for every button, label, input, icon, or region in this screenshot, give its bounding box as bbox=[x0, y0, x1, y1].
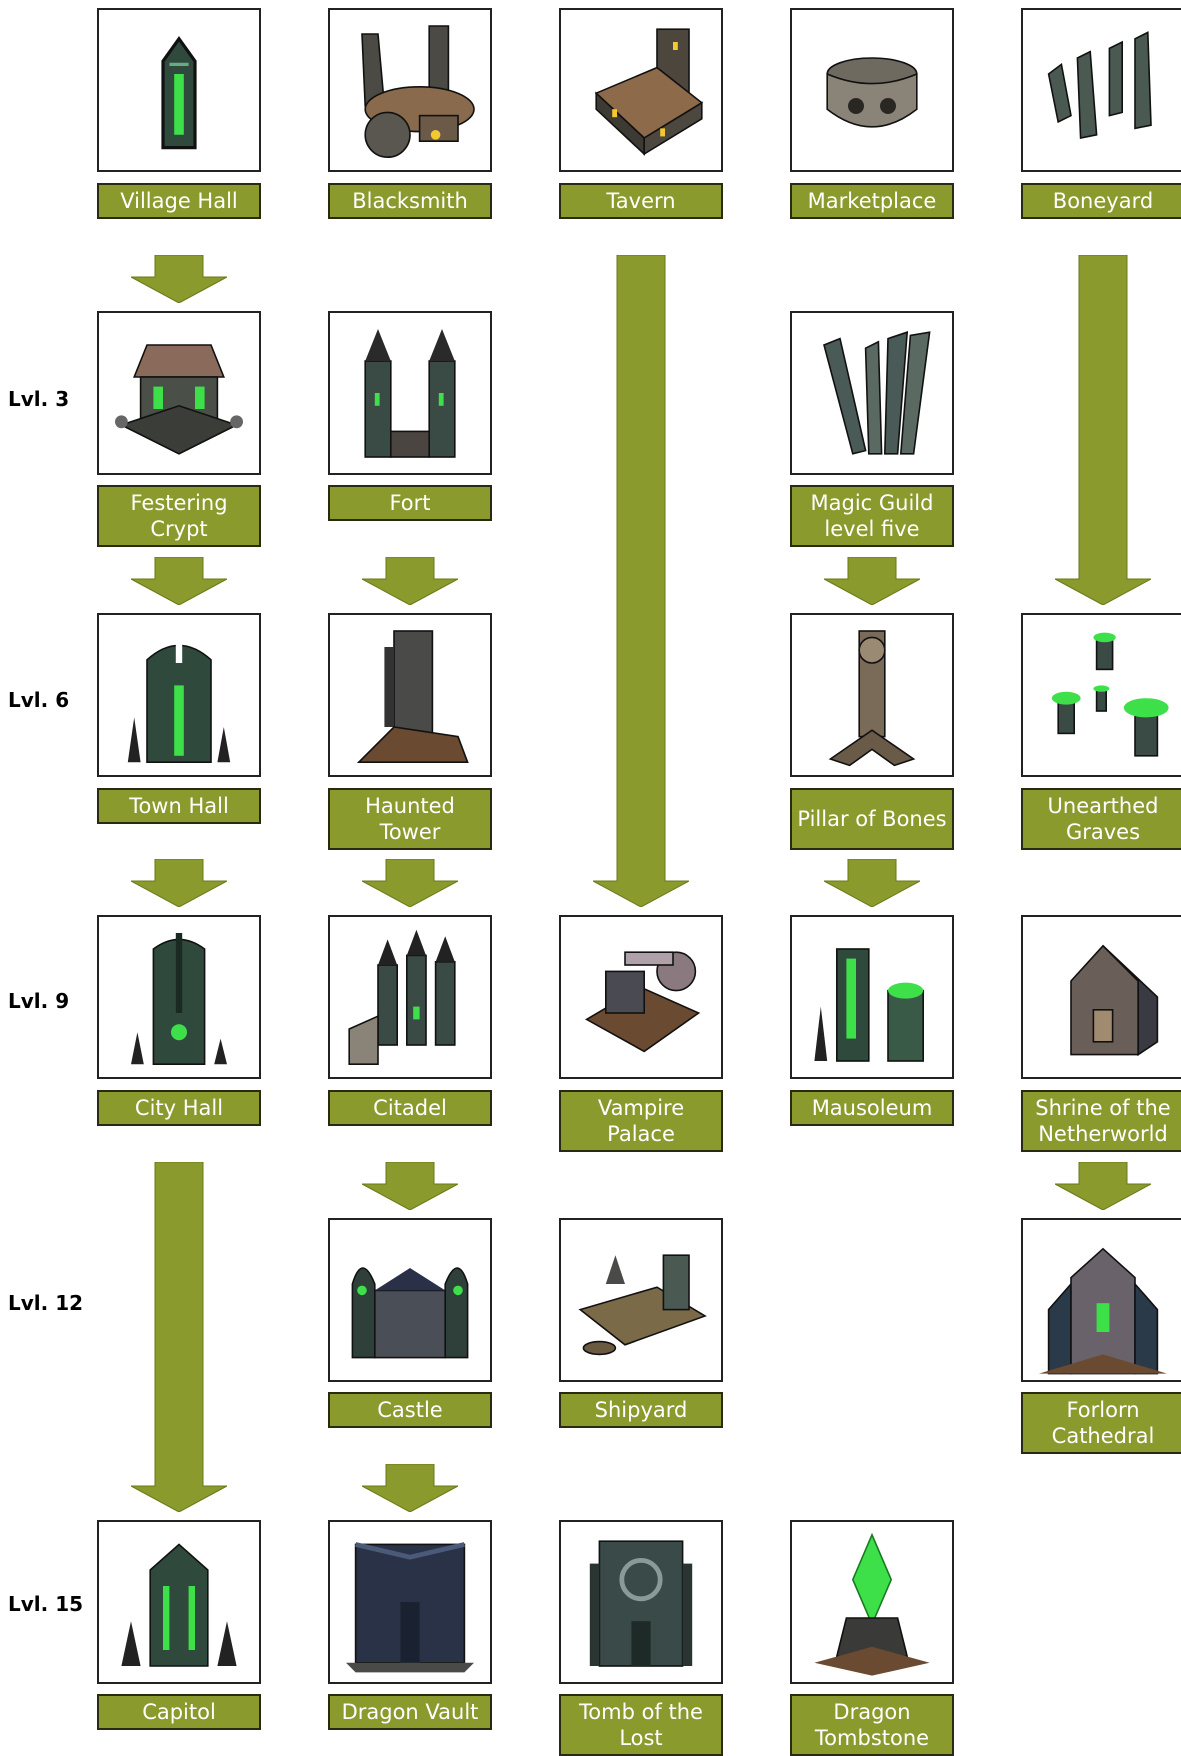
level-label-9: Lvl. 9 bbox=[8, 989, 70, 1013]
arrow-city-hall-to-capitol bbox=[131, 1162, 227, 1512]
haunted-tower-image bbox=[328, 613, 492, 777]
pillar-of-bones-image bbox=[790, 613, 954, 777]
arrow-haunted-tower-to-citadel bbox=[362, 859, 458, 907]
city-hall-image bbox=[97, 915, 261, 1079]
castle-label: Castle bbox=[328, 1392, 492, 1428]
forlorn-cathedral-image bbox=[1021, 1218, 1181, 1382]
capitol-label: Capitol bbox=[97, 1694, 261, 1730]
tomb-of-the-lost-label: Tomb of the Lost bbox=[559, 1694, 723, 1756]
fort-label: Fort bbox=[328, 485, 492, 521]
festering-crypt-image bbox=[97, 311, 261, 475]
pillar-of-bones-label: Pillar of Bones bbox=[790, 788, 954, 850]
blacksmith-label: Blacksmith bbox=[328, 183, 492, 219]
mausoleum-label: Mausoleum bbox=[790, 1090, 954, 1126]
arrow-fort-to-haunted-tower bbox=[362, 557, 458, 605]
fort-image bbox=[328, 311, 492, 475]
capitol-image bbox=[97, 1520, 261, 1684]
arrow-pillar-of-bones-to-mausoleum bbox=[824, 859, 920, 907]
blacksmith-image bbox=[328, 8, 492, 172]
arrow-town-hall-to-city-hall bbox=[131, 859, 227, 907]
marketplace-image bbox=[790, 8, 954, 172]
dragon-vault-image bbox=[328, 1520, 492, 1684]
town-hall-label: Town Hall bbox=[97, 788, 261, 824]
shipyard-image bbox=[559, 1218, 723, 1382]
level-label-15: Lvl. 15 bbox=[8, 1592, 84, 1616]
dragon-vault-label: Dragon Vault bbox=[328, 1694, 492, 1730]
arrow-magic-guild-to-pillar-of-bones bbox=[824, 557, 920, 605]
forlorn-cathedral-label: Forlorn Cathedral bbox=[1021, 1392, 1181, 1454]
level-label-6: Lvl. 6 bbox=[8, 688, 70, 712]
marketplace-label: Marketplace bbox=[790, 183, 954, 219]
arrow-village-hall-to-festering-crypt bbox=[131, 255, 227, 303]
vampire-palace-label: Vampire Palace bbox=[559, 1090, 723, 1152]
shrine-label: Shrine of the Netherworld bbox=[1021, 1090, 1181, 1152]
tavern-image bbox=[559, 8, 723, 172]
unearthed-graves-label: Unearthed Graves bbox=[1021, 788, 1181, 850]
shipyard-label: Shipyard bbox=[559, 1392, 723, 1428]
magic-guild-label: Magic Guild level five bbox=[790, 485, 954, 547]
arrow-festering-crypt-to-town-hall bbox=[131, 557, 227, 605]
vampire-palace-image bbox=[559, 915, 723, 1079]
magic-guild-image bbox=[790, 311, 954, 475]
unearthed-graves-image bbox=[1021, 613, 1181, 777]
arrow-boneyard-to-unearthed-graves bbox=[1055, 255, 1151, 605]
haunted-tower-label: Haunted Tower bbox=[328, 788, 492, 850]
citadel-label: Citadel bbox=[328, 1090, 492, 1126]
boneyard-label: Boneyard bbox=[1021, 183, 1181, 219]
arrow-tavern-to-vampire-palace bbox=[593, 255, 689, 907]
arrow-shrine-to-forlorn-cathedral bbox=[1055, 1162, 1151, 1210]
arrow-castle-to-dragon-vault bbox=[362, 1464, 458, 1512]
shrine-image bbox=[1021, 915, 1181, 1079]
level-label-12: Lvl. 12 bbox=[8, 1291, 84, 1315]
town-hall-image bbox=[97, 613, 261, 777]
festering-crypt-label: Festering Crypt bbox=[97, 485, 261, 547]
tomb-of-the-lost-image bbox=[559, 1520, 723, 1684]
castle-image bbox=[328, 1218, 492, 1382]
level-label-3: Lvl. 3 bbox=[8, 387, 70, 411]
village-hall-image bbox=[97, 8, 261, 172]
arrow-citadel-to-castle bbox=[362, 1162, 458, 1210]
boneyard-image bbox=[1021, 8, 1181, 172]
city-hall-label: City Hall bbox=[97, 1090, 261, 1126]
village-hall-label: Village Hall bbox=[97, 183, 261, 219]
dragon-tombstone-label: Dragon Tombstone bbox=[790, 1694, 954, 1756]
tavern-label: Tavern bbox=[559, 183, 723, 219]
dragon-tombstone-image bbox=[790, 1520, 954, 1684]
mausoleum-image bbox=[790, 915, 954, 1079]
citadel-image bbox=[328, 915, 492, 1079]
